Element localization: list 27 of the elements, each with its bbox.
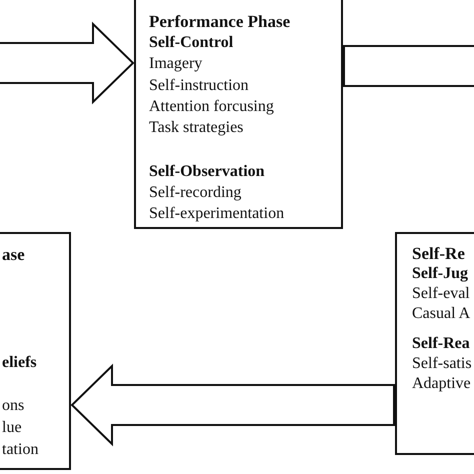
list-item: Adaptive (412, 375, 471, 393)
list-item: Self-eval (412, 285, 470, 303)
block-arrow (70, 364, 395, 446)
list-item: lue (2, 419, 22, 437)
subheading: Self-Rea (412, 335, 470, 353)
list-item: Self-instruction (149, 77, 249, 95)
list-item: Self-satis (412, 355, 472, 373)
phase-box (395, 232, 474, 455)
phase-heading: Performance Phase (149, 13, 290, 31)
list-item: Self-experimentation (149, 205, 284, 223)
subheading: Self-Observation (149, 163, 265, 181)
subheading: Self-Jug (412, 265, 468, 283)
list-item: Task strategies (149, 119, 244, 137)
list-item: tation (2, 441, 38, 459)
phase-box (0, 232, 71, 470)
phase-heading: ase (2, 246, 25, 264)
subheading: Self-Control (149, 34, 234, 52)
block-arrow (0, 22, 134, 104)
list-item: Self-recording (149, 184, 242, 202)
list-item: Attention forcusing (149, 98, 274, 116)
list-item: Casual A (412, 305, 470, 323)
phase-box (134, 0, 343, 229)
list-item: ons (2, 397, 24, 415)
list-item: Imagery (149, 55, 202, 73)
subheading: eliefs (2, 354, 37, 372)
phase-heading: Self-Re (412, 245, 465, 263)
block-arrow (343, 45, 474, 87)
